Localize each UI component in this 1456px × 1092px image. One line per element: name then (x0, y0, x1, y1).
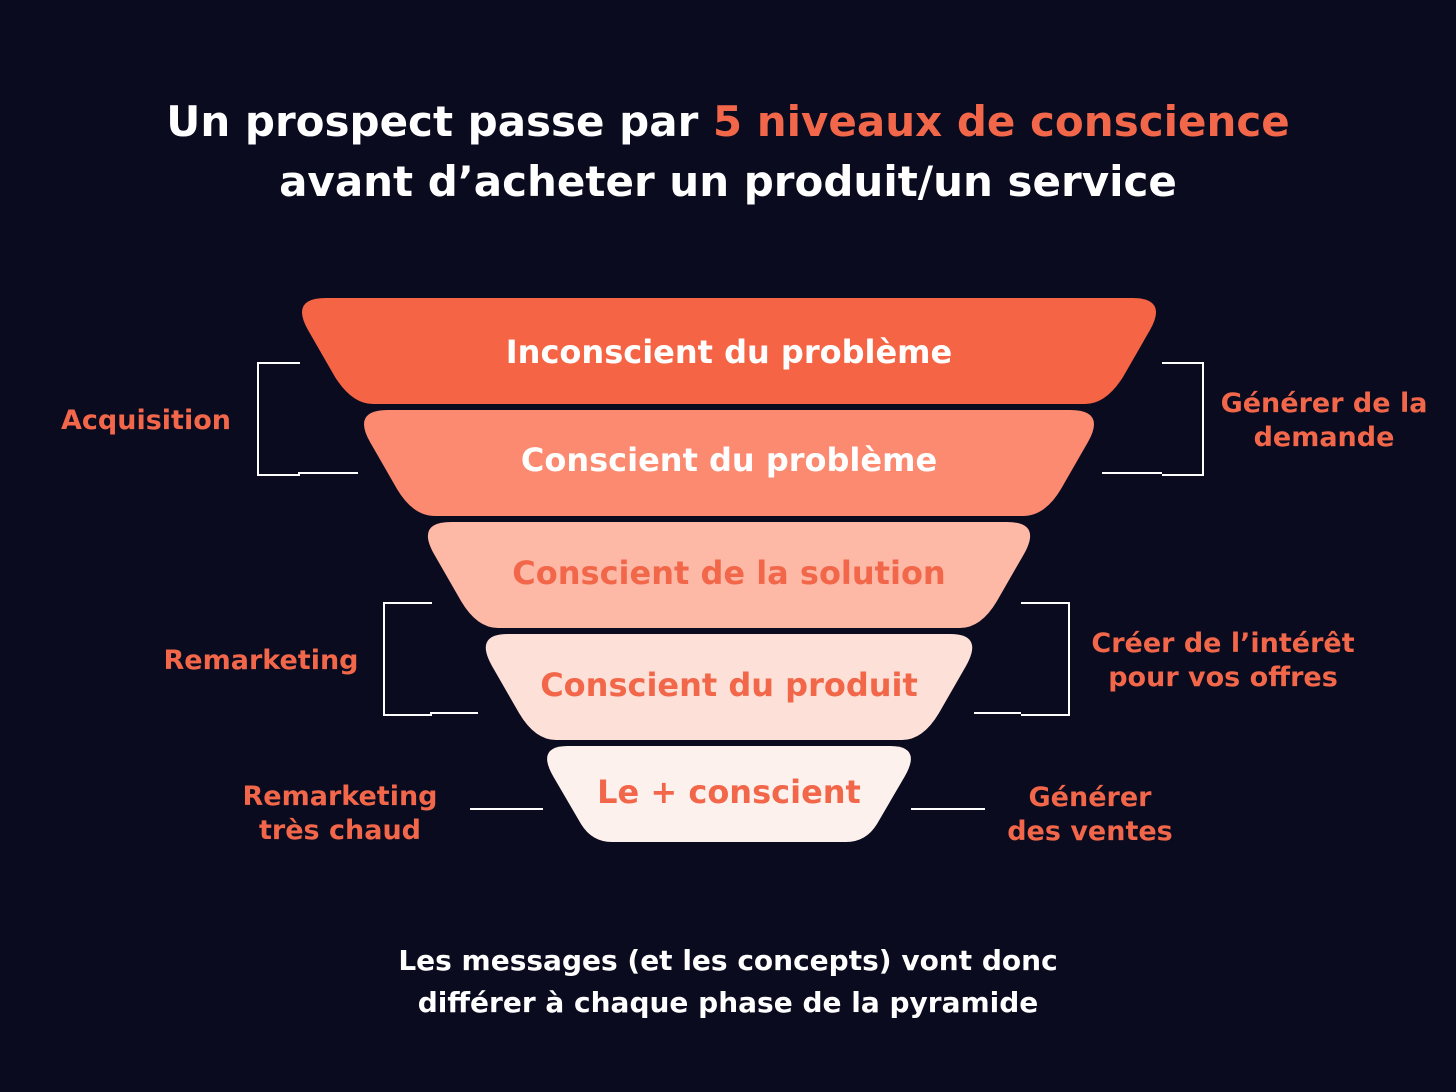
funnel-level-1: Inconscient du problème (302, 298, 1156, 404)
acquisition-bracket (257, 362, 300, 476)
remarketing-label: Remarketing (152, 644, 370, 678)
funnel-level-2-label: Conscient du problème (521, 441, 937, 479)
funnel-level-3-shape (427, 522, 1031, 628)
funnel-level-2: Conscient du problème (364, 410, 1094, 516)
remarketing-bracket (383, 602, 432, 716)
funnel-level-5-shape (547, 746, 911, 842)
funnel-level-1-shape (302, 298, 1156, 404)
remarketing-bracket-extension (430, 712, 478, 714)
demand-label-line-2: demande (1253, 422, 1395, 453)
sales-connector (911, 808, 985, 810)
sales-label-line-2: des ventes (1007, 816, 1173, 847)
demand-bracket-extension (1102, 472, 1162, 474)
footer-note: Les messages (et les concepts) vont donc… (0, 940, 1456, 1024)
title-prefix: Un prospect passe par (166, 97, 713, 146)
footer-line-1: Les messages (et les concepts) vont donc (398, 944, 1058, 977)
funnel-level-3-label: Conscient de la solution (512, 554, 945, 592)
sales-label-line-1: Générer (1028, 782, 1152, 813)
demand-label-line-1: Générer de la (1220, 388, 1428, 419)
interest-bracket-extension (974, 712, 1021, 714)
title-highlight: 5 niveaux de conscience (712, 97, 1290, 146)
remarketing-label-text: Remarketing (163, 645, 359, 676)
title-line-2: avant d’acheter un produit/un service (279, 157, 1177, 206)
funnel-level-5-label: Le + conscient (597, 773, 861, 811)
funnel-level-5: Le + conscient (547, 746, 911, 842)
demand-bracket (1162, 362, 1204, 476)
hot-remarketing-connector (470, 808, 543, 810)
hot-remarketing-line-1: Remarketing (242, 781, 438, 812)
funnel-level-1-label: Inconscient du problème (506, 333, 952, 371)
acquisition-bracket-extension (298, 472, 358, 474)
interest-label: Créer de l’intérêt pour vos offres (1082, 627, 1364, 695)
acquisition-label: Acquisition (52, 404, 240, 438)
demand-label: Générer de la demande (1212, 387, 1436, 455)
interest-bracket (1021, 602, 1070, 716)
title-line-1: Un prospect passe par 5 niveaux de consc… (0, 92, 1456, 152)
interest-label-line-2: pour vos offres (1108, 662, 1338, 693)
funnel-level-4: Conscient du produit (485, 634, 973, 740)
funnel-level-2-shape (364, 410, 1094, 516)
hot-remarketing-label: Remarketing très chaud (228, 780, 452, 848)
funnel-level-4-shape (485, 634, 973, 740)
acquisition-label-text: Acquisition (61, 405, 231, 436)
funnel-level-4-label: Conscient du produit (540, 666, 918, 704)
footer-line-2: différer à chaque phase de la pyramide (417, 986, 1039, 1019)
interest-label-line-1: Créer de l’intérêt (1091, 628, 1355, 659)
sales-label: Générer des ventes (995, 781, 1185, 849)
hot-remarketing-line-2: très chaud (259, 815, 421, 846)
page-title: Un prospect passe par 5 niveaux de consc… (0, 92, 1456, 212)
funnel-level-3: Conscient de la solution (427, 522, 1031, 628)
